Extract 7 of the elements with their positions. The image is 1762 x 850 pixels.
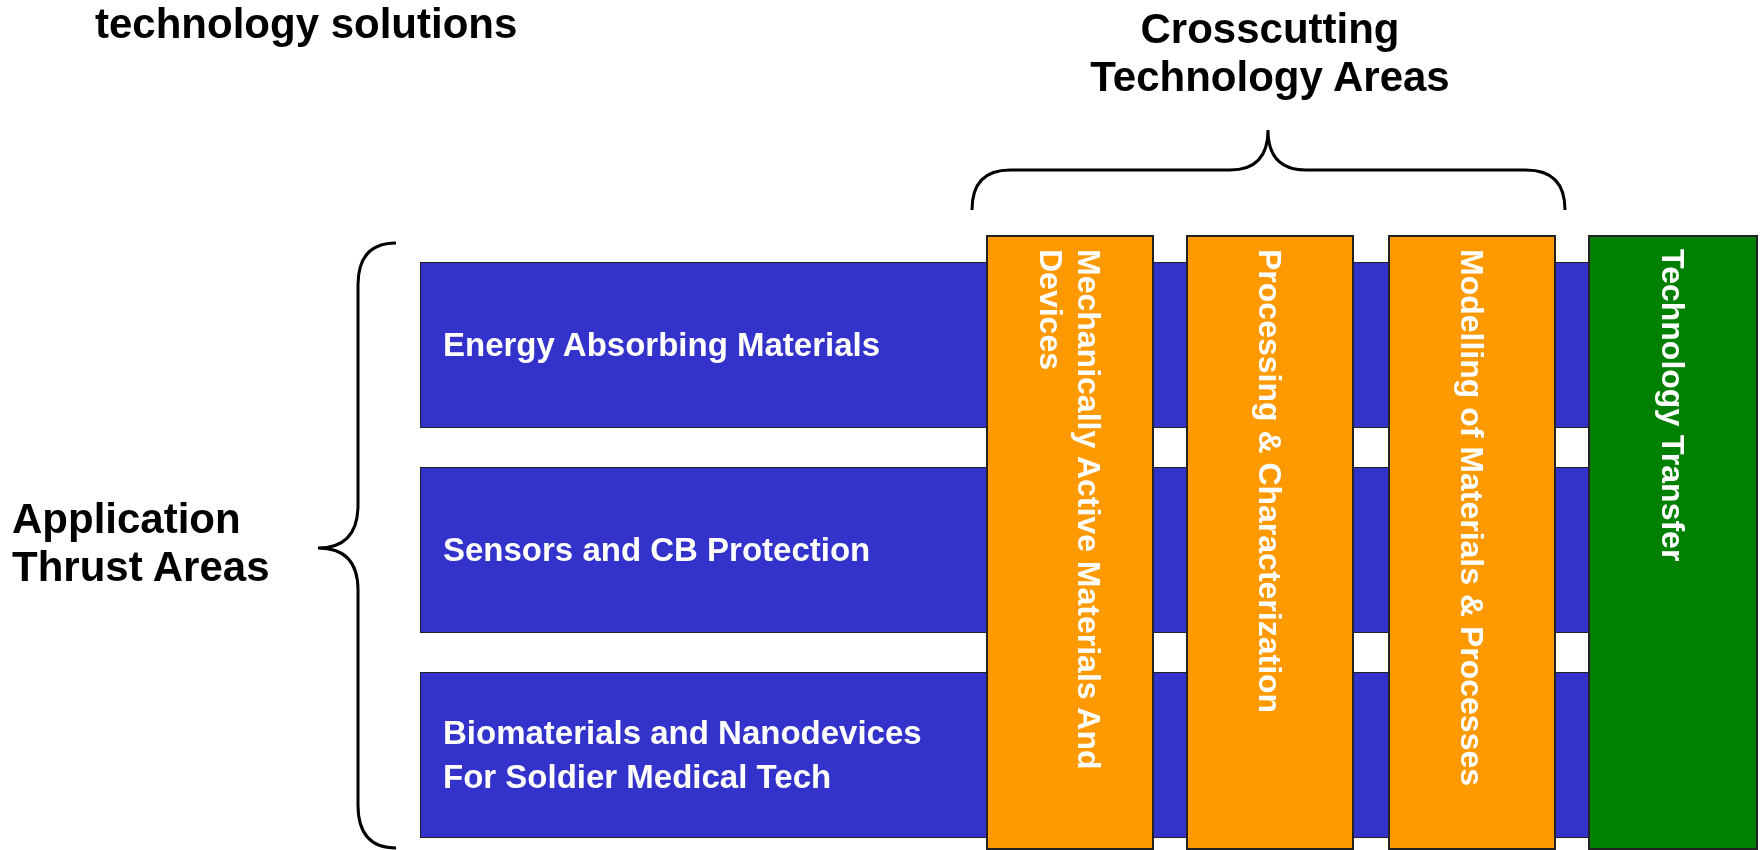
crosscutting-column: Modelling of Materials & Processes [1388,235,1556,850]
technology-transfer-column: Technology Transfer [1588,235,1758,850]
heading-text: technology solutions [95,0,519,48]
brace-heading: Application Thrust Areas [12,495,271,591]
crosscutting-column: Processing & Characterization [1186,235,1354,850]
crosscutting-column: Mechanically Active Materials And Devices [986,235,1154,850]
brace-heading: Crosscutting Technology Areas [1089,5,1451,101]
